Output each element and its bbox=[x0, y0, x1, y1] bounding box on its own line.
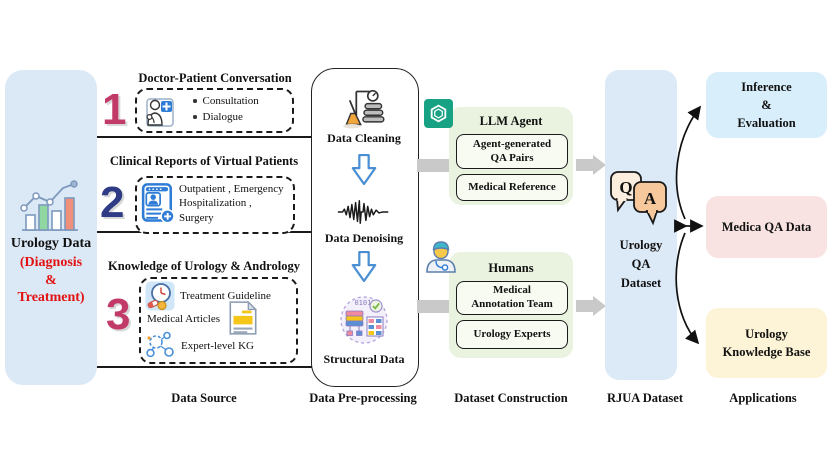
section2-number: 2 bbox=[100, 178, 125, 227]
knowledge-graph-icon bbox=[146, 331, 174, 358]
waveform-icon bbox=[337, 200, 389, 224]
section2-header: Clinical Reports of Virtual Patients bbox=[109, 154, 299, 168]
stage-dataset-construction: Dataset Construction bbox=[454, 391, 568, 405]
medical-annotation-team-box: Medical Annotation Team bbox=[456, 281, 568, 315]
section2-body: Outpatient , Emergency Hospitalization ,… bbox=[179, 183, 284, 224]
rjua-dataset-label: Urology QA Dataset bbox=[619, 238, 663, 290]
rail-section3 bbox=[95, 366, 313, 368]
section3-header: Knowledge of Urology & Andrology bbox=[108, 259, 300, 273]
svg-text:A: A bbox=[644, 189, 657, 208]
flow-arrowhead-icon bbox=[593, 296, 606, 316]
doctor-avatar-icon bbox=[426, 241, 456, 273]
medica-qa-data-box: Medica QA Data bbox=[706, 196, 827, 258]
flow-arrow bbox=[576, 159, 593, 171]
humans-title: Humans bbox=[488, 261, 534, 275]
bar-chart-icon bbox=[20, 180, 78, 231]
medica-qa-data-label: Medica QA Data bbox=[721, 219, 812, 234]
stage-data-source: Data Source bbox=[171, 391, 237, 405]
section3-number: 3 bbox=[106, 290, 131, 339]
a-bubble: A bbox=[633, 181, 667, 226]
svg-text:01010: 01010 bbox=[354, 299, 375, 307]
section1-header: Doctor-Patient Conversation bbox=[138, 71, 292, 85]
flow-arrowhead-icon bbox=[593, 155, 606, 175]
down-arrow-icon bbox=[351, 153, 377, 186]
left-panel-subtitle: (Diagnosis & Treatment) bbox=[17, 255, 85, 305]
flow-bar bbox=[417, 300, 450, 313]
inference-evaluation-label: Inference & Evaluation bbox=[737, 79, 796, 131]
section1-item-consultation: Consultation bbox=[193, 95, 259, 107]
section1-item-label: Consultation bbox=[202, 95, 259, 107]
urology-knowledge-base-label: Urology Knowledge Base bbox=[722, 326, 811, 359]
rjua-dataset-panel bbox=[605, 70, 677, 380]
left-panel-title: Urology Data bbox=[10, 236, 92, 251]
stage-rjua-dataset: RJUA Dataset bbox=[606, 391, 684, 405]
openai-icon bbox=[424, 99, 453, 128]
section3-row1-label: Treatment Guideline bbox=[180, 290, 271, 302]
bullet-icon bbox=[193, 99, 197, 103]
medical-reference-box: Medical Reference bbox=[456, 174, 568, 201]
urology-data-panel bbox=[5, 70, 97, 385]
doctor-patient-icon bbox=[146, 98, 174, 127]
down-arrow-icon bbox=[351, 250, 377, 283]
rail-section1 bbox=[95, 136, 313, 138]
section3-row2-label: Medical Articles bbox=[147, 313, 221, 325]
flow-arrow bbox=[576, 300, 593, 312]
step-data-cleaning: Data Cleaning bbox=[327, 131, 401, 145]
flow-bar bbox=[417, 159, 450, 172]
structural-data-icon: 01010 bbox=[340, 296, 388, 344]
data-cleaning-icon bbox=[343, 90, 385, 129]
bullet-icon bbox=[193, 115, 197, 119]
treatment-guideline-icon bbox=[145, 281, 175, 311]
inference-evaluation-box: Inference & Evaluation bbox=[706, 72, 827, 138]
qa-speech-bubbles-icon: Q A bbox=[610, 171, 667, 226]
step-data-denoising: Data Denoising bbox=[324, 231, 404, 245]
llm-agent-title: LLM Agent bbox=[479, 114, 543, 128]
medical-articles-icon bbox=[229, 300, 258, 335]
stage-data-preprocessing: Data Pre-processing bbox=[309, 391, 417, 405]
section1-item-label: Dialogue bbox=[202, 111, 243, 123]
step-structural-data: Structural Data bbox=[323, 352, 405, 366]
agent-generated-qa-pairs-box: Agent-generated QA Pairs bbox=[456, 134, 568, 169]
section3-row3-label: Expert-level KG bbox=[181, 340, 254, 352]
section1-item-dialogue: Dialogue bbox=[193, 111, 243, 123]
svg-text:Q: Q bbox=[619, 178, 632, 197]
stage-applications: Applications bbox=[729, 391, 797, 405]
urology-experts-box: Urology Experts bbox=[456, 320, 568, 349]
section1-number: 1 bbox=[102, 85, 127, 134]
urology-knowledge-base-box: Urology Knowledge Base bbox=[706, 308, 827, 378]
clinical-report-icon bbox=[141, 183, 175, 224]
